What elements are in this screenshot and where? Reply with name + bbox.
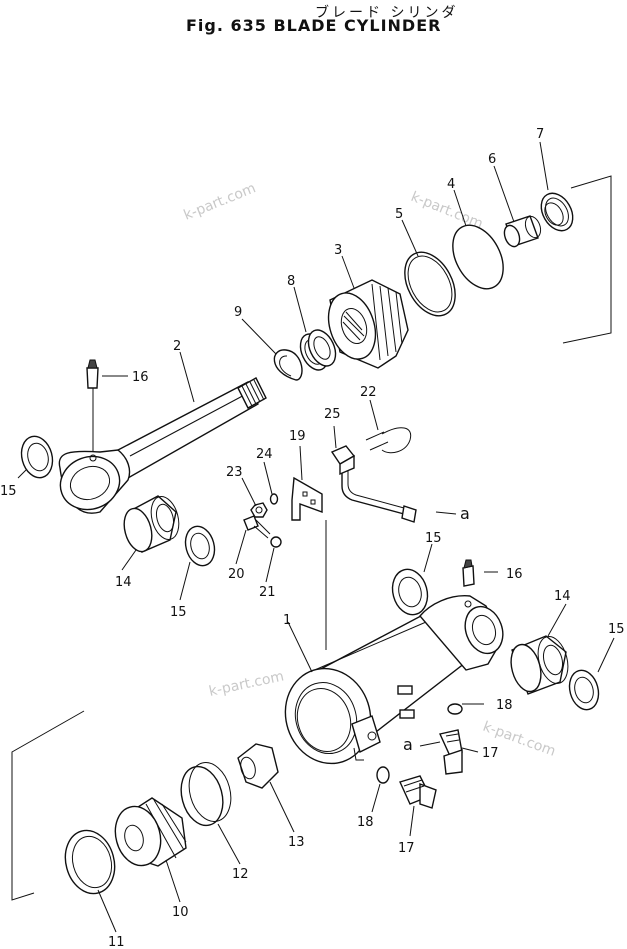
assembly-line-bottom <box>11 710 85 901</box>
callout-13: 13 <box>288 835 305 850</box>
callout-1: 1 <box>283 613 291 628</box>
callout-17: 17 <box>398 841 415 856</box>
watermark: k-part.com <box>182 180 259 223</box>
part-12-wear-ring <box>180 762 232 827</box>
figure-title: Fig. 635 BLADE CYLINDER <box>186 16 442 35</box>
callout-25: 25 <box>324 407 341 422</box>
part-16-grease-fitting <box>462 559 475 587</box>
callout-17: 17 <box>482 746 499 761</box>
connector-letter-a: a <box>460 504 470 523</box>
part-10-piston <box>114 797 187 867</box>
part-3-cylinder-head <box>327 279 409 369</box>
part-15-dust-seal <box>20 435 54 479</box>
callout-12: 12 <box>232 867 249 882</box>
callout-16: 16 <box>506 567 523 582</box>
connector-letter-a: a <box>403 735 413 754</box>
callout-22: 22 <box>360 385 377 400</box>
part-21-washer <box>270 536 282 548</box>
callout-15: 15 <box>608 622 625 637</box>
part-24-washer <box>269 493 279 505</box>
callout-19: 19 <box>289 429 306 444</box>
part-23-nut <box>250 502 268 518</box>
callout-15: 15 <box>425 531 442 546</box>
callout-15: 15 <box>0 484 17 499</box>
callout-2: 2 <box>173 339 181 354</box>
callout-18: 18 <box>357 815 374 830</box>
part-11-seal <box>64 829 116 895</box>
callout-20: 20 <box>228 567 245 582</box>
part-2-piston-rod <box>58 377 267 514</box>
callout-18: 18 <box>496 698 513 713</box>
callout-5: 5 <box>395 207 403 222</box>
callout-14: 14 <box>554 589 571 604</box>
part-4-o-ring <box>452 224 504 290</box>
title-japanese: ブレード シリンダ <box>315 5 459 21</box>
callout-16: 16 <box>132 370 149 385</box>
callout-4: 4 <box>447 177 455 192</box>
callout-9: 9 <box>234 305 242 320</box>
part-1-cylinder-tube <box>284 595 504 765</box>
callout-24: 24 <box>256 447 273 462</box>
callout-21: 21 <box>259 585 276 600</box>
part-13-nut <box>237 743 279 789</box>
part-18-o-ring <box>376 766 390 784</box>
part-22-tube <box>341 427 417 523</box>
part-18-o-ring <box>447 703 463 715</box>
callout-14: 14 <box>115 575 132 590</box>
part-17-elbow <box>399 775 437 809</box>
callout-7: 7 <box>536 127 544 142</box>
callout-23: 23 <box>226 465 243 480</box>
part-14-bushing <box>123 495 180 553</box>
callout-6: 6 <box>488 152 496 167</box>
part-7-bearing <box>540 192 574 232</box>
callout-8: 8 <box>287 274 295 289</box>
part-19-bracket <box>291 476 323 521</box>
part-25-elbow <box>330 445 356 476</box>
callout-3: 3 <box>334 243 342 258</box>
part-9-snap-ring <box>273 349 303 381</box>
leader-lines <box>17 141 615 933</box>
part-20-bolt <box>243 515 271 539</box>
part-15-dust-seal <box>568 669 600 711</box>
callout-10: 10 <box>172 905 189 920</box>
part-17-elbow <box>439 729 463 775</box>
assembly-line-top <box>562 175 612 344</box>
part-6-bushing <box>503 215 542 248</box>
part-5-backup-ring <box>404 251 456 317</box>
callout-15: 15 <box>170 605 187 620</box>
part-15-dust-seal <box>391 568 429 616</box>
watermark: k-part.com <box>208 668 286 700</box>
part-8-seal <box>299 329 337 371</box>
callout-11: 11 <box>108 935 125 949</box>
part-15-dust-seal <box>184 525 216 567</box>
part-16-grease-fitting <box>86 359 99 389</box>
part-14-bushing <box>510 635 569 695</box>
